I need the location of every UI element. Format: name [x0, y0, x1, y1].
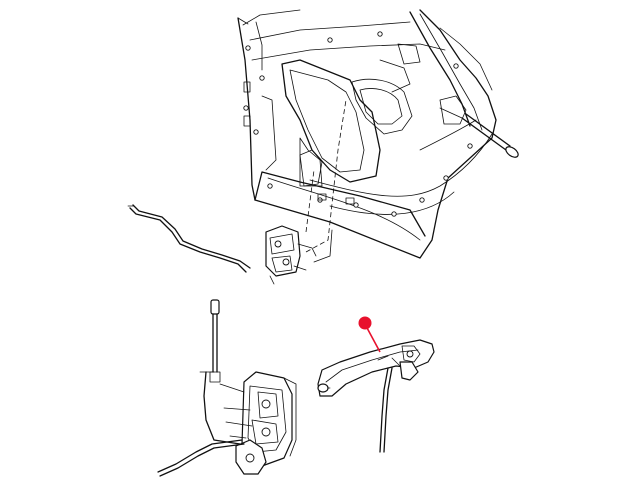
highlight-callout	[358, 316, 381, 353]
door-latch-upper	[265, 225, 317, 285]
lock-rod-lower	[209, 299, 221, 383]
exterior-door-handle[interactable]	[317, 339, 435, 453]
leader-lines	[305, 99, 347, 263]
door-inner-panel	[237, 9, 497, 259]
callout-marker[interactable]	[358, 316, 372, 330]
callout-leader	[365, 325, 381, 353]
door-latch-assembly	[157, 371, 297, 477]
hinge-pin	[439, 107, 519, 158]
lock-rod-upper	[127, 204, 251, 273]
